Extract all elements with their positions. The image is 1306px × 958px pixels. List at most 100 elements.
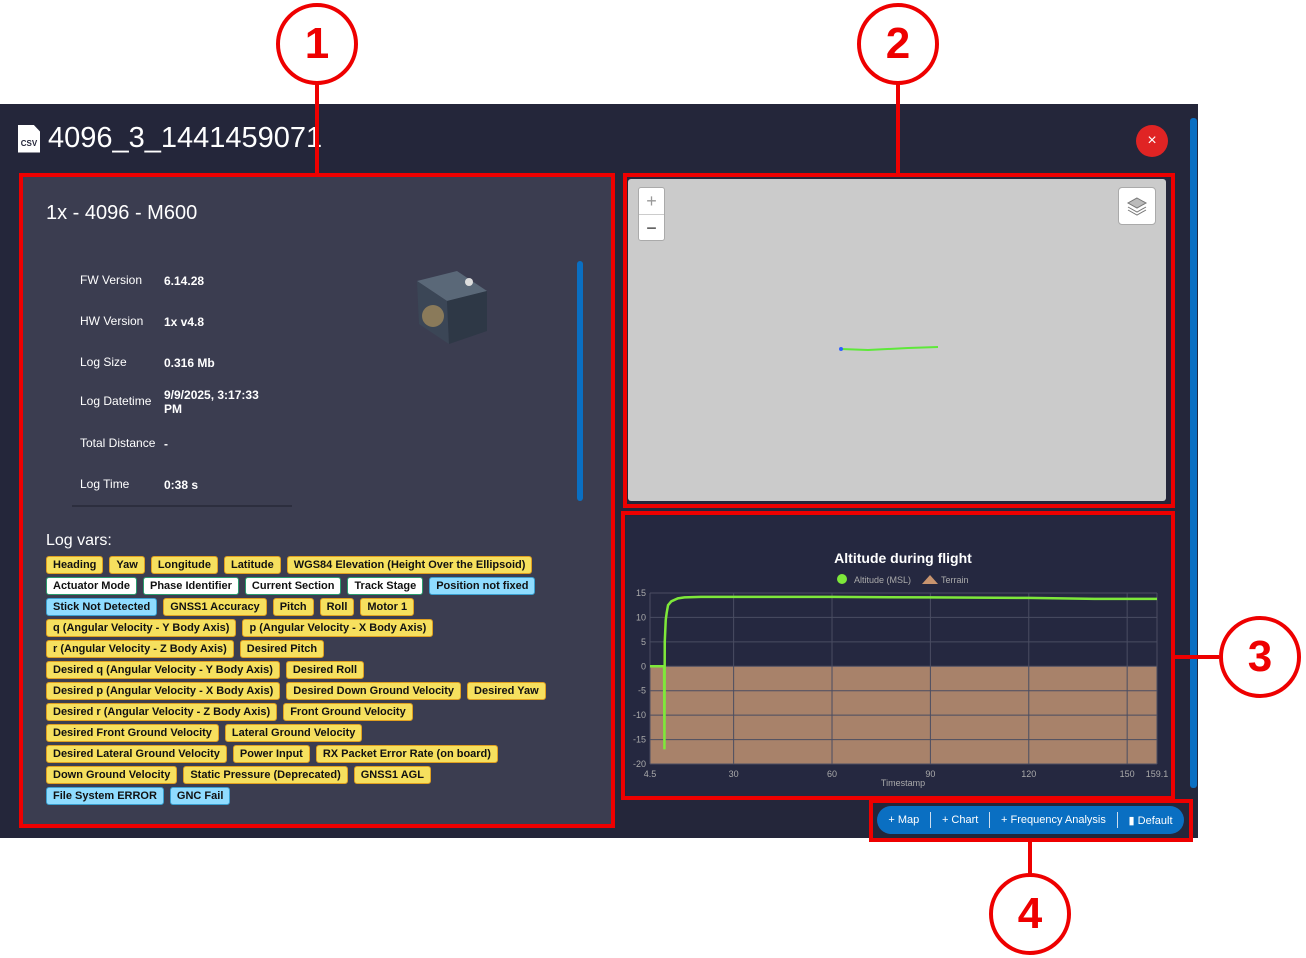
log-var-tag[interactable]: Current Section: [244, 577, 342, 595]
legend-terrain-marker: [922, 575, 938, 584]
log-var-tag[interactable]: RX Packet Error Rate (on board): [315, 745, 498, 763]
close-button[interactable]: ×: [1136, 125, 1168, 157]
layout-toolbar: + Map + Chart + Frequency Analysis ▮ Def…: [877, 806, 1184, 834]
info-value: 9/9/2025, 3:17:33 PM: [164, 388, 259, 416]
zoom-control: + −: [638, 187, 665, 241]
info-value: 6.14.28: [164, 273, 205, 288]
y-tick-label: 0: [641, 661, 646, 671]
add-chart-button[interactable]: + Chart: [941, 814, 979, 826]
log-var-tag[interactable]: GNC Fail: [169, 787, 231, 805]
info-row: Log Size 0.316 Mb: [80, 355, 264, 370]
log-var-tag[interactable]: WGS84 Elevation (Height Over the Ellipso…: [286, 556, 533, 574]
y-tick-label: 10: [636, 612, 646, 622]
log-var-tag[interactable]: Position not fixed: [429, 577, 536, 595]
log-var-tag[interactable]: Pitch: [272, 598, 314, 616]
log-var-tag[interactable]: Actuator Mode: [46, 577, 137, 595]
log-var-tag[interactable]: File System ERROR: [46, 787, 164, 805]
log-var-tag[interactable]: GNSS1 AGL: [353, 766, 431, 784]
y-tick-label: 15: [636, 588, 646, 598]
log-var-tag[interactable]: Desired Front Ground Velocity: [46, 724, 219, 742]
x-tick-label: 120: [1021, 769, 1036, 779]
info-value: 0:38 s: [164, 477, 199, 492]
altitude-line: [650, 595, 1157, 750]
flight-track: [839, 346, 939, 352]
window-title: CSV 4096_3_1441459071: [18, 122, 322, 155]
info-row: Total Distance-: [80, 436, 264, 451]
annotation-box-4: [869, 799, 1193, 842]
log-var-tag[interactable]: Roll: [319, 598, 355, 616]
log-var-tag[interactable]: Desired Roll: [285, 661, 365, 679]
log-vars-heading: Log vars:: [46, 532, 112, 549]
info-row: HW Version 1x v4.8: [80, 314, 264, 329]
device-image: [417, 271, 487, 344]
y-tick-label: -20: [633, 759, 646, 769]
x-tick-label: 90: [925, 769, 935, 779]
map-panel[interactable]: + −: [628, 179, 1166, 501]
legend-terrain: Terrain: [941, 575, 969, 585]
annotation-box-2: [623, 173, 1175, 508]
log-var-tag[interactable]: q (Angular Velocity - Y Body Axis): [46, 619, 237, 637]
log-var-tag[interactable]: Phase Identifier: [143, 577, 239, 595]
log-var-tag[interactable]: Lateral Ground Velocity: [224, 724, 363, 742]
divider: [72, 505, 292, 507]
log-var-tag[interactable]: Desired Lateral Ground Velocity: [46, 745, 227, 763]
info-value: -: [164, 436, 168, 451]
log-var-tag[interactable]: Desired Down Ground Velocity: [286, 682, 462, 700]
info-row: Log Time 0:38 s: [80, 477, 264, 492]
annotation-2: 2: [857, 3, 939, 85]
log-var-tag[interactable]: r (Angular Velocity - Z Body Axis): [46, 640, 234, 658]
log-var-tag[interactable]: Yaw: [109, 556, 145, 574]
default-layout-button[interactable]: ▮ Default: [1128, 814, 1173, 827]
log-var-tag[interactable]: Desired Yaw: [467, 682, 546, 700]
log-var-tag[interactable]: Power Input: [232, 745, 310, 763]
info-label: HW Version: [80, 314, 144, 328]
log-var-tag[interactable]: Static Pressure (Deprecated): [183, 766, 348, 784]
y-tick-label: 5: [641, 637, 646, 647]
log-var-tag[interactable]: Front Ground Velocity: [283, 703, 413, 721]
log-var-tag[interactable]: GNSS1 Accuracy: [163, 598, 267, 616]
layers-icon: [1126, 197, 1148, 216]
file-name: 4096_3_1441459071: [48, 122, 323, 154]
log-var-tag[interactable]: Heading: [46, 556, 104, 574]
log-var-tag[interactable]: Desired p (Angular Velocity - X Body Axi…: [46, 682, 281, 700]
layers-button[interactable]: [1118, 187, 1156, 225]
add-frequency-analysis-button[interactable]: + Frequency Analysis: [1001, 814, 1106, 826]
zoom-out-button[interactable]: −: [646, 218, 657, 238]
y-tick-label: -15: [633, 735, 646, 745]
annotation-1: 1: [276, 3, 358, 85]
x-tick-label: 150: [1120, 769, 1135, 779]
info-value: 0.316 Mb: [164, 355, 215, 370]
log-var-tag[interactable]: Motor 1: [360, 598, 415, 616]
scrollbar[interactable]: [577, 261, 583, 501]
log-var-tag[interactable]: Desired r (Angular Velocity - Z Body Axi…: [46, 703, 278, 721]
log-var-tag[interactable]: Desired Pitch: [239, 640, 325, 658]
add-map-button[interactable]: + Map: [888, 814, 920, 826]
page-scrollbar[interactable]: [1190, 118, 1197, 788]
device-title: 1x - 4096 - M600: [46, 202, 198, 224]
log-var-tag[interactable]: Longitude: [150, 556, 218, 574]
legend-altitude-marker: [837, 574, 847, 584]
log-var-tag[interactable]: Latitude: [223, 556, 281, 574]
log-var-tag[interactable]: Down Ground Velocity: [46, 766, 178, 784]
annotation-3: 3: [1219, 616, 1301, 698]
info-label: Total Distance: [80, 436, 156, 450]
legend-altitude: Altitude (MSL): [854, 575, 911, 585]
info-label: Log Time: [80, 477, 130, 491]
log-var-tag[interactable]: Track Stage: [347, 577, 424, 595]
y-tick-label: -5: [638, 686, 646, 696]
annotation-4: 4: [989, 873, 1071, 955]
info-label: Log Size: [80, 355, 127, 369]
annotation-box-1: [19, 173, 615, 828]
log-var-tag[interactable]: Desired q (Angular Velocity - Y Body Axi…: [46, 661, 280, 679]
zoom-in-button[interactable]: +: [639, 188, 664, 215]
log-vars-list: Heading Yaw Longitude Latitude WGS84 Elevati…: [46, 556, 546, 805]
annotation-box-3: [621, 511, 1175, 800]
log-var-tag[interactable]: Stick Not Detected: [46, 598, 158, 616]
info-value: 1x v4.8: [164, 314, 205, 329]
default-label: Default: [1137, 814, 1173, 827]
log-var-tag[interactable]: p (Angular Velocity - X Body Axis): [242, 619, 434, 637]
